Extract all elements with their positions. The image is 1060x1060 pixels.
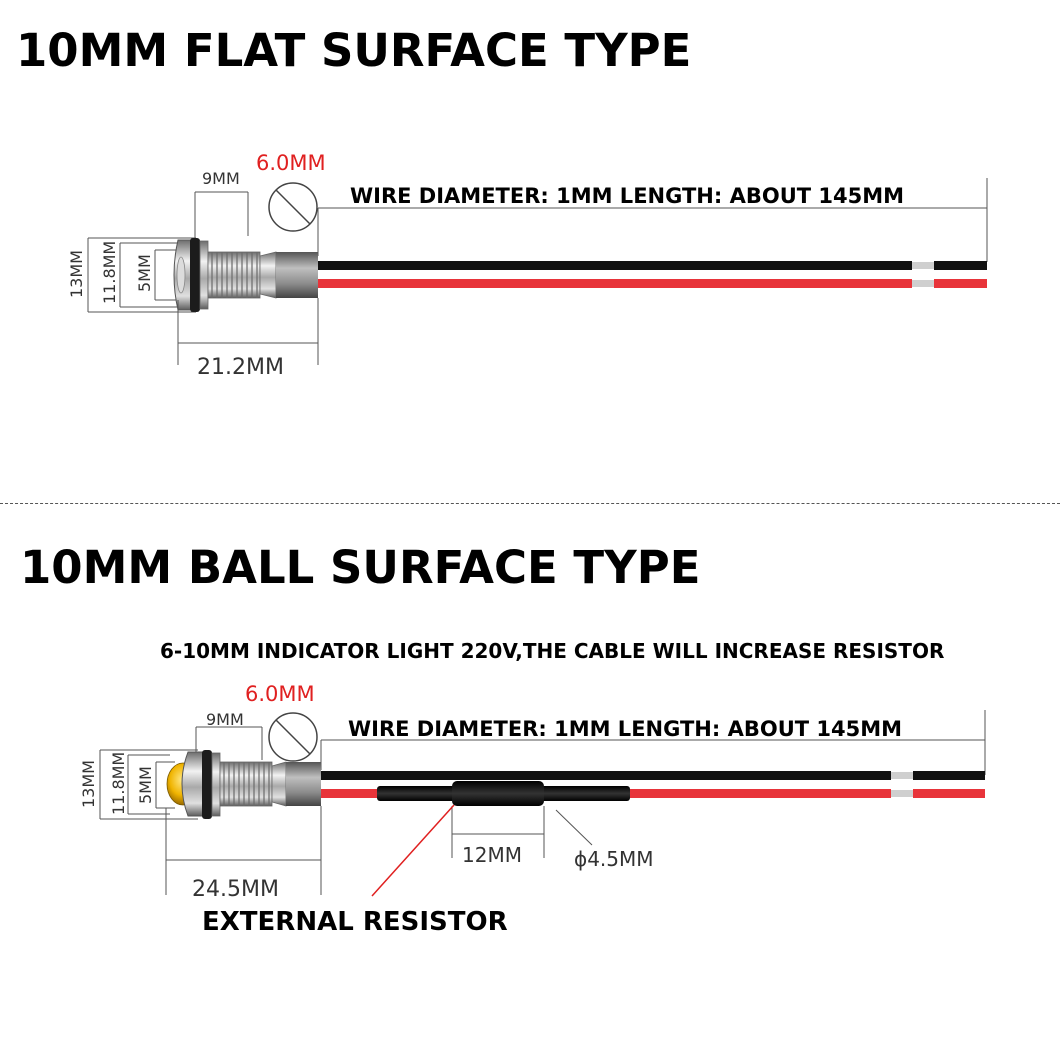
ball-section-title: 10MM BALL SURFACE TYPE	[20, 541, 701, 594]
dim-head-depth-label: 9MM	[202, 169, 240, 188]
dim-outer-label: 13MM	[79, 760, 98, 808]
dim-wire-length: WIRE DIAMETER: 1MM LENGTH: ABOUT 145MM	[320, 710, 986, 775]
black-wire	[321, 771, 891, 780]
external-resistor-label: EXTERNAL RESISTOR	[202, 907, 508, 937]
wire-spec-label: WIRE DIAMETER: 1MM LENGTH: ABOUT 145MM	[350, 184, 904, 208]
hole-circle-icon	[268, 182, 318, 232]
dim-thread-label: 11.8MM	[100, 241, 119, 304]
red-wire	[321, 789, 377, 798]
dim-body-length-label: 21.2MM	[197, 355, 284, 380]
dim-hole-label: 6.0MM	[256, 151, 326, 175]
led-body-ball	[166, 750, 321, 819]
led-body-flat	[173, 238, 318, 312]
dim-head-depth: 9MM	[195, 710, 263, 760]
resistor-sleeve	[452, 781, 544, 806]
dim-body-length-label: 24.5MM	[192, 877, 279, 902]
dim-resistor-dia-label: ϕ4.5MM	[574, 847, 654, 871]
dim-vertical: 13MM 11.8MM 5MM	[79, 749, 198, 820]
dim-lens-label: 5MM	[136, 766, 155, 804]
dim-outer-label: 13MM	[67, 250, 86, 298]
dim-body-length: 21.2MM	[177, 298, 319, 380]
dim-head-depth-label: 9MM	[206, 710, 244, 729]
hole-circle-icon	[268, 712, 318, 762]
dim-hole: 6.0MM	[245, 682, 318, 762]
flat-section-title: 10MM FLAT SURFACE TYPE	[16, 24, 692, 77]
resistor-note: 6-10MM INDICATOR LIGHT 220V,THE CABLE WI…	[160, 639, 945, 663]
dim-lens-label: 5MM	[135, 254, 154, 292]
dim-wire-length: WIRE DIAMETER: 1MM LENGTH: ABOUT 145MM	[317, 178, 988, 262]
dim-body-length: 24.5MM	[165, 806, 322, 902]
resistor-pointer: EXTERNAL RESISTOR	[202, 804, 508, 937]
red-wire	[318, 279, 912, 288]
black-wire	[318, 261, 912, 270]
dim-hole: 6.0MM	[256, 151, 326, 232]
dim-resistor-length-label: 12MM	[462, 843, 522, 867]
wires-ball	[321, 771, 985, 806]
wire-spec-label: WIRE DIAMETER: 1MM LENGTH: ABOUT 145MM	[348, 717, 902, 741]
dim-thread-label: 11.8MM	[109, 752, 128, 815]
wires-flat	[318, 261, 987, 288]
dim-resistor: 12MM ϕ4.5MM	[451, 806, 654, 871]
dim-head-depth: 9MM	[194, 169, 249, 240]
flat-diagram: 9MM 6.0MM WIRE DIAMETER: 1MM LENGTH: ABO…	[67, 151, 988, 380]
dim-hole-label: 6.0MM	[245, 682, 315, 706]
section-divider	[0, 503, 1060, 504]
